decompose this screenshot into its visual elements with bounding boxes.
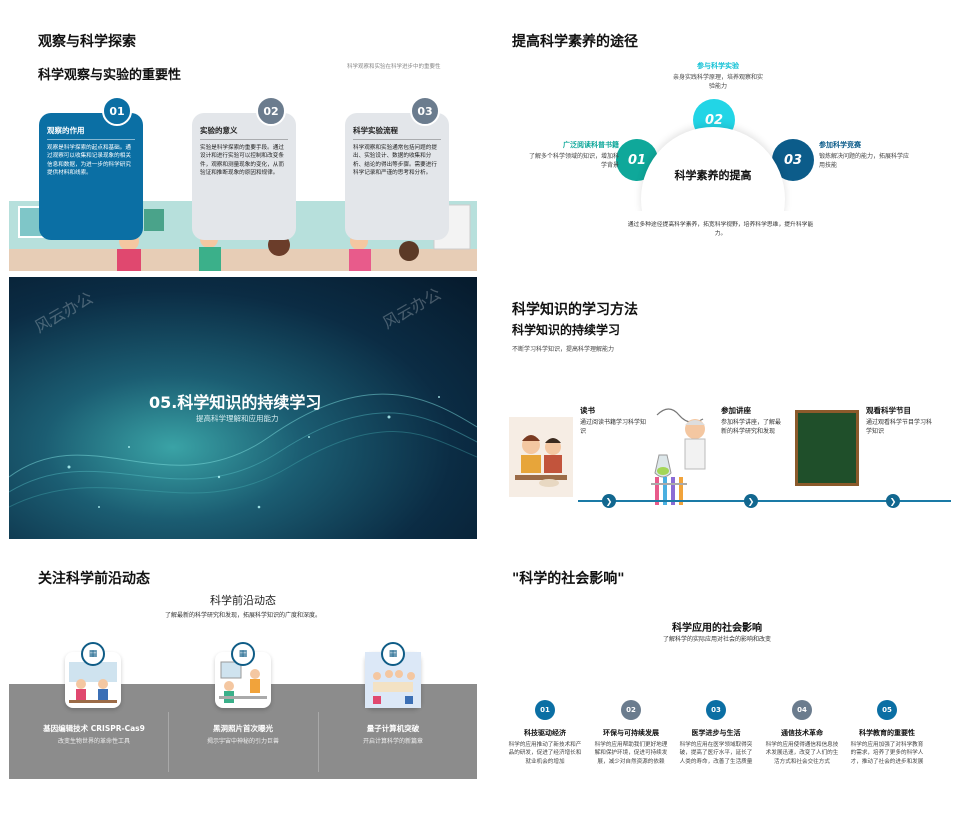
impact-title: 通信技术革命: [781, 729, 823, 737]
chart-icon: ▦: [81, 642, 105, 666]
frontier-desc: 改变生物世界的革命性工具: [57, 738, 130, 745]
slide4-subtitle: 科学知识的持续学习: [512, 323, 621, 337]
method-tv: 观看科学节目 通过观看科学节目学习科学知识: [866, 405, 936, 436]
slide5-title: 关注科学前沿动态: [38, 571, 150, 587]
impact-title: 科学教育的重要性: [859, 729, 915, 737]
impact-title: 医学进步与生活: [691, 729, 741, 737]
timeline: [578, 500, 951, 502]
frontier-desc: 揭示宇宙中神秘的引力巨兽: [206, 738, 279, 745]
impact-title: 科技驱动经济: [524, 729, 566, 737]
item-title: 参与科学实验: [697, 62, 739, 70]
item-desc: 亲身实践科学原理，培养观察和实验能力: [673, 74, 764, 90]
impact-number: 04: [792, 700, 812, 720]
impact-number: 05: [877, 700, 897, 720]
card-title: 科学实验流程: [353, 125, 441, 140]
scientist-illustration: [649, 405, 713, 509]
impact-desc: 科学的应用加强了对科学教育的需求，培养了更多的科学人才，推动了社会的进步和发展: [850, 742, 924, 765]
center-label: 科学素养的提高: [674, 169, 752, 182]
impact-medicine: 医学进步与生活 科学的应用在医学领域取得突破，提高了医疗水平，延长了人类的寿命，…: [677, 728, 755, 766]
method-desc: 通过观看科学节目学习科学知识: [866, 419, 933, 435]
frontier-title: 基因编辑技术 CRISPR-Cas9: [43, 724, 145, 733]
slide2-title: 提高科学素养的途径: [512, 34, 638, 50]
slide6-subtitle: 科学应用的社会影响: [672, 623, 762, 634]
impact-desc: 科学的应用帮助我们更好地理解和保护环境，促进可持续发展，减少对自然资源的依赖: [594, 742, 668, 765]
chart-icon: ▦: [381, 642, 405, 666]
slide4-desc: 不断学习科学知识，提高科学理解能力: [512, 346, 615, 353]
card-title: 观察的作用: [47, 125, 135, 140]
slide6-title: "科学的社会影响": [512, 571, 625, 587]
method-title: 读书: [580, 406, 595, 415]
item-desc: 锻炼解决问题的能力，拓展科学应用技能: [819, 153, 910, 169]
item1-block: 广泛阅读科普书籍 了解多个科学领域的知识，增加科学背景: [527, 140, 619, 171]
slide6-desc: 了解科学的实际应用对社会的影响和改变: [662, 636, 771, 643]
card-desc: 科学观察和实验通常包括问题的提出、实验设计、数据的收集和分析、结论的得出等步骤。…: [353, 145, 437, 177]
divider: [168, 712, 169, 772]
slide-learning-methods[interactable]: 科学知识的学习方法 科学知识的持续学习 不断学习科学知识，提高科学理解能力 读书…: [483, 277, 951, 539]
item-title: 参加科学竞赛: [819, 141, 861, 149]
slide4-title: 科学知识的学习方法: [512, 302, 638, 318]
card-desc: 观察是科学探索的起点和基础。通过观察可以收集和记录现象的相关信息和数据，为进一步…: [47, 145, 131, 177]
card-number: 03: [410, 96, 440, 126]
impact-communication: 通信技术革命 科学的应用使得通信和信息技术发展迅速，改变了人们的生活方式和社会交…: [763, 728, 841, 766]
slide-social-impact[interactable]: "科学的社会影响" 科学应用的社会影响 了解科学的实际应用对社会的影响和改变 0…: [483, 546, 951, 808]
card-number: 02: [256, 96, 286, 126]
impact-environment: 环保与可持续发展 科学的应用帮助我们更好地理解和保护环境，促进可持续发展，减少对…: [592, 728, 670, 766]
frontier-desc: 开启计算科学的新篇章: [362, 738, 423, 745]
impact-number: 02: [621, 700, 641, 720]
impact-number: 01: [535, 700, 555, 720]
frontier-item-crispr: 基因编辑技术 CRISPR-Cas9 改变生物世界的革命性工具: [19, 723, 169, 747]
chart-icon: ▦: [231, 642, 255, 666]
divider: [318, 712, 319, 772]
method-desc: 参加科学讲座，了解最新的科学研究和发现: [721, 419, 782, 435]
frontier-item-quantum: 量子计算机突破 开启计算科学的新篇章: [318, 723, 468, 747]
card-process: 科学实验流程 科学观察和实验通常包括问题的提出、实验设计、数据的收集和分析、结论…: [345, 113, 449, 240]
slide1-title: 观察与科学探索: [38, 34, 136, 50]
slide1-subtitle: 科学观察与实验的重要性: [38, 68, 182, 83]
item-desc: 了解多个科学领域的知识，增加科学背景: [528, 153, 619, 169]
frontier-item-blackhole: 黑洞照片首次曝光 揭示宇宙中神秘的引力巨兽: [168, 723, 318, 747]
slide-observation[interactable]: 观察与科学探索 科学观察与实验的重要性 科学观察和实验在科学进步中的重要性 观察…: [9, 9, 477, 271]
chevron-right-icon[interactable]: ❯: [602, 494, 616, 508]
bottom-mask: [483, 211, 951, 271]
frontier-title: 黑洞照片首次曝光: [213, 724, 273, 733]
card-desc: 实验是科学探索的重要手段。通过设计和进行实验可以控制和改变条件，观察和测量现象的…: [200, 145, 284, 177]
card-title: 实验的意义: [200, 125, 288, 140]
impact-desc: 科学的应用在医学领域取得突破，提高了医疗水平，延长了人类的寿命，改善了生活质量: [679, 742, 753, 765]
chevron-right-icon[interactable]: ❯: [744, 494, 758, 508]
method-reading: 读书 通过阅读书籍学习科学知识: [580, 405, 646, 436]
card-experiment: 实验的意义 实验是科学探索的重要手段。通过设计和进行实验可以控制和改变条件，观察…: [192, 113, 296, 240]
method-lecture: 参加讲座 参加科学讲座，了解最新的科学研究和发现: [721, 405, 781, 436]
slide-frontier[interactable]: 关注科学前沿动态 科学前沿动态 了解最新的科学研究和发现，拓展科学知识的广度和深…: [9, 546, 477, 808]
slide-literacy[interactable]: 提高科学素养的途径 参与科学实验 亲身实践科学原理，培养观察和实验能力 02 0…: [483, 9, 951, 271]
impact-number: 03: [706, 700, 726, 720]
reading-illustration: [509, 417, 573, 497]
impact-education: 科学教育的重要性 科学的应用加强了对科学教育的需求，培养了更多的科学人才，推动了…: [848, 728, 926, 766]
method-desc: 通过阅读书籍学习科学知识: [580, 419, 647, 435]
team-illustration: [215, 652, 271, 708]
item3-block: 参加科学竞赛 锻炼解决问题的能力，拓展科学应用技能: [819, 140, 911, 171]
item2-block: 参与科学实验 亲身实践科学原理，培养观察和实验能力: [673, 61, 763, 92]
impact-desc: 科学的应用使得通信和信息技术发展迅速，改变了人们的生活方式和社会交往方式: [765, 742, 839, 765]
impact-title: 环保与可持续发展: [603, 729, 659, 737]
slide1-note: 科学观察和实验在科学进步中的重要性: [347, 64, 441, 70]
chalkboard-illustration: [795, 410, 859, 486]
card-observation: 观察的作用 观察是科学探索的起点和基础。通过观察可以收集和记录现象的相关信息和数…: [39, 113, 143, 240]
method-title: 参加讲座: [721, 406, 751, 415]
item-title: 广泛阅读科普书籍: [563, 141, 619, 149]
chevron-right-icon[interactable]: ❯: [886, 494, 900, 508]
slide2-bottom-text: 通过多种途径提高科学素养，拓宽科学视野，培养科学思维，提升科学能力。: [627, 222, 814, 237]
method-title: 观看科学节目: [866, 406, 911, 415]
card-number: 01: [102, 96, 132, 126]
slide-section-cover[interactable]: 风云办公 风云办公 05.科学知识的持续学习 提高科学理解和应用能力: [9, 277, 477, 539]
slide5-desc: 了解最新的科学研究和发现，拓展科学知识的广度和深度。: [164, 612, 321, 619]
section-title: 05.科学知识的持续学习: [149, 393, 322, 412]
impact-desc: 科学的应用推动了新技术和产品的研发，促进了经济增长和就业机会的增加: [508, 742, 582, 765]
slide5-subtitle: 科学前沿动态: [210, 594, 276, 607]
impact-economy: 科技驱动经济 科学的应用推动了新技术和产品的研发，促进了经济增长和就业机会的增加: [506, 728, 584, 766]
frontier-title: 量子计算机突破: [366, 724, 420, 733]
section-subtitle: 提高科学理解和应用能力: [196, 414, 279, 423]
cover-background: [9, 277, 477, 539]
